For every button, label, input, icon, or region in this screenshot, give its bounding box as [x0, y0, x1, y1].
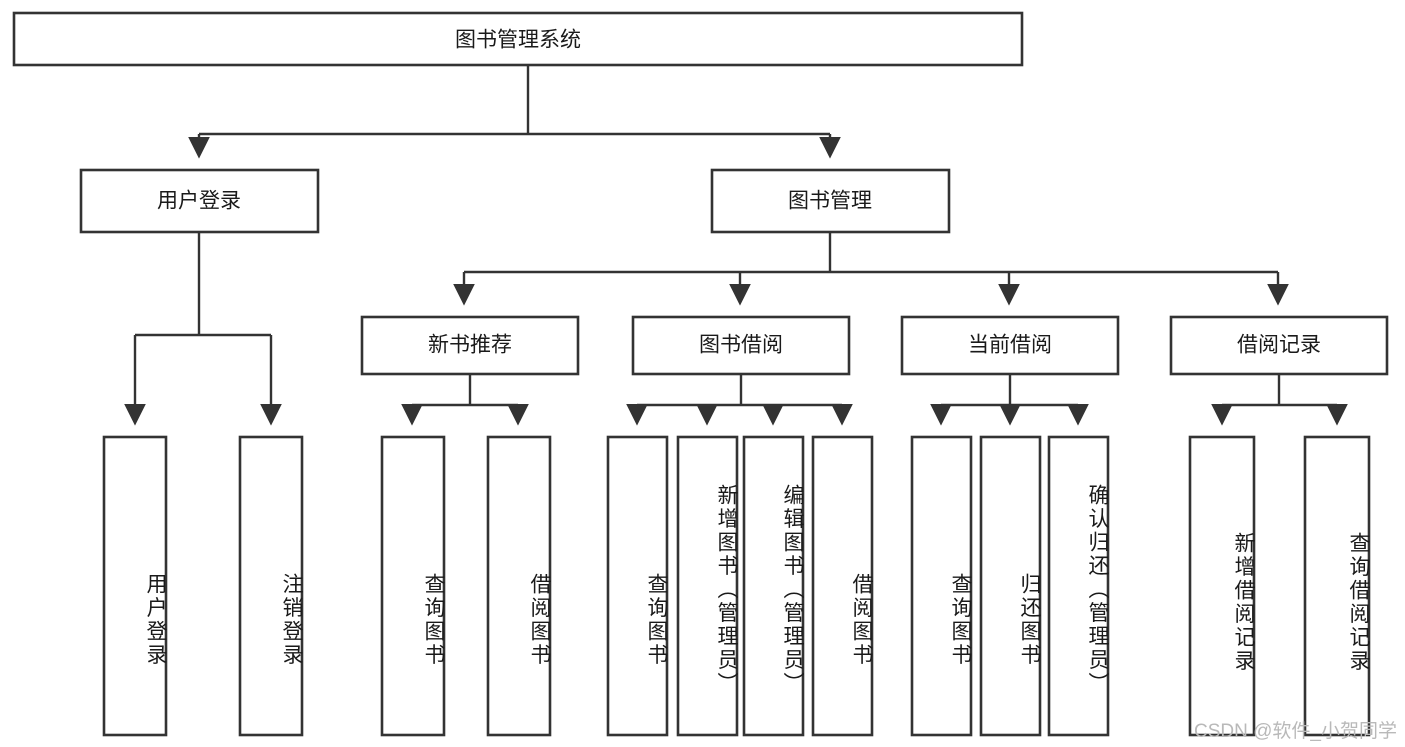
node-user-login[interactable]: 用户登录 — [79, 168, 320, 234]
node-current-borrow-box[interactable] — [900, 315, 1120, 376]
leaf-box-borrow-book-2[interactable] — [811, 435, 874, 737]
node-root-label: 图书管理系统 — [455, 29, 581, 52]
leaf-box-add-record[interactable] — [1188, 435, 1256, 737]
node-current-borrow[interactable]: 当前借阅 — [900, 315, 1120, 376]
leaf-box-user-login[interactable] — [102, 435, 168, 737]
leaf-box-confirm-return[interactable] — [1047, 435, 1110, 737]
node-book-management[interactable]: 图书管理 — [710, 168, 951, 234]
node-book-management-box[interactable] — [710, 168, 951, 234]
leaf-box-query-book-2[interactable] — [606, 435, 669, 737]
node-borrow-record-box[interactable] — [1169, 315, 1389, 376]
node-book-borrow-label: 图书借阅 — [699, 334, 783, 357]
node-root-box[interactable] — [12, 11, 1024, 67]
node-borrow-record[interactable]: 借阅记录 — [1169, 315, 1389, 376]
node-book-management-label: 图书管理 — [788, 190, 872, 213]
node-borrow-record-label: 借阅记录 — [1237, 334, 1321, 357]
leaf-box-add-book[interactable] — [676, 435, 739, 737]
node-user-login-label: 用户登录 — [157, 190, 241, 213]
node-current-borrow-label: 当前借阅 — [968, 334, 1052, 357]
leaf-box-query-record[interactable] — [1303, 435, 1371, 737]
node-book-borrow-box[interactable] — [631, 315, 851, 376]
node-new-book-recommend[interactable]: 新书推荐 — [360, 315, 580, 376]
node-new-book-recommend-label: 新书推荐 — [428, 334, 512, 357]
watermark: CSDN @软件_小贺同学 — [1194, 721, 1397, 742]
node-new-book-recommend-box[interactable] — [360, 315, 580, 376]
leaf-box-query-book-3[interactable] — [910, 435, 973, 737]
leaf-box-query-book-1[interactable] — [380, 435, 446, 737]
leaf-box-borrow-book-1[interactable] — [486, 435, 552, 737]
leaf-box-return-book[interactable] — [979, 435, 1042, 737]
leaf-box-logout[interactable] — [238, 435, 304, 737]
leaf-box-edit-book[interactable] — [742, 435, 805, 737]
node-root[interactable]: 图书管理系统 — [12, 11, 1024, 67]
node-book-borrow[interactable]: 图书借阅 — [631, 315, 851, 376]
